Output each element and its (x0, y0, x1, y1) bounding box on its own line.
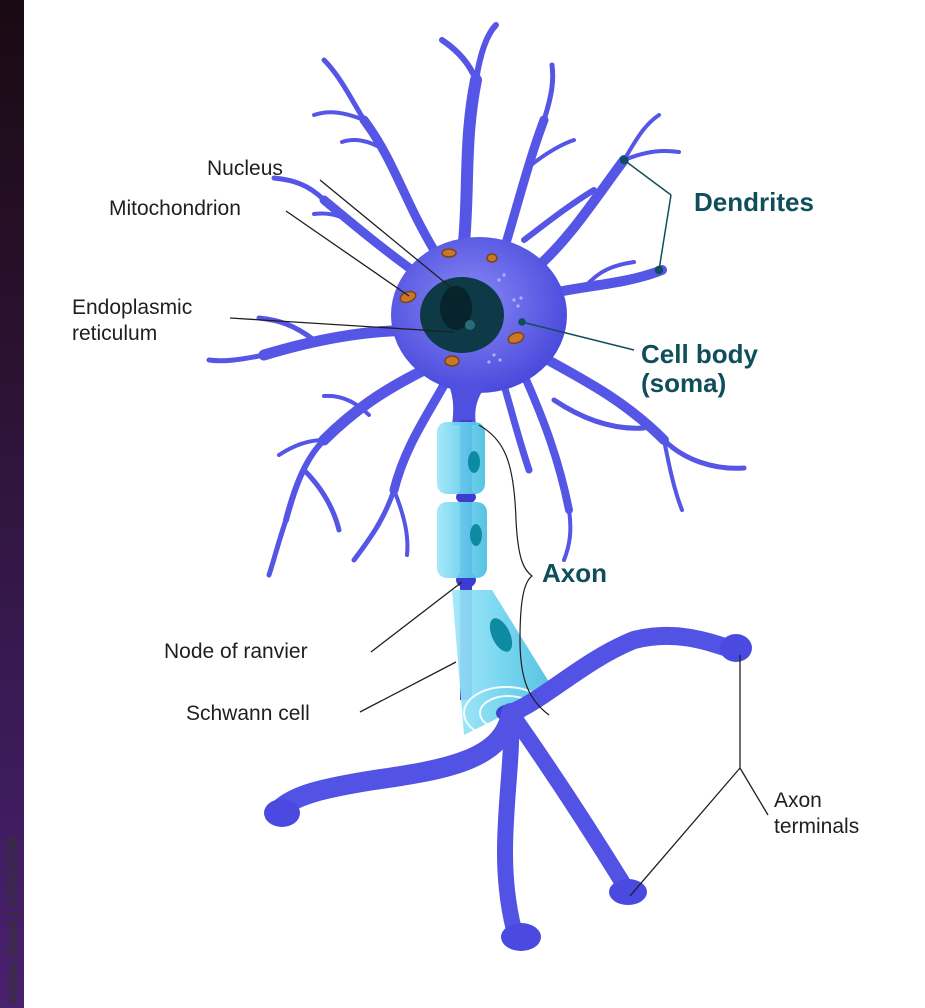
neuron-illustration (24, 0, 925, 1008)
label-axon-terminals-line2: terminals (774, 815, 859, 839)
label-er-line2: reticulum (72, 322, 157, 346)
label-axon: Axon (542, 560, 607, 586)
label-node-of-ranvier: Node of ranvier (164, 640, 308, 664)
stock-credit: Adobe Stock | #76372734 (4, 838, 20, 1005)
label-mitochondrion: Mitochondrion (109, 197, 241, 221)
neuron-diagram: Nucleus Mitochondrion Endoplasmic reticu… (24, 0, 925, 1008)
label-er-line1: Endoplasmic (72, 296, 192, 320)
label-cell-body-line1: Cell body (641, 341, 758, 367)
label-axon-terminals-line1: Axon (774, 789, 822, 813)
label-cell-body-line2: (soma) (641, 370, 726, 396)
label-dendrites: Dendrites (694, 189, 814, 215)
label-nucleus: Nucleus (207, 157, 283, 181)
label-schwann-cell: Schwann cell (186, 702, 310, 726)
left-gradient-bar: Adobe Stock | #76372734 (0, 0, 24, 1008)
